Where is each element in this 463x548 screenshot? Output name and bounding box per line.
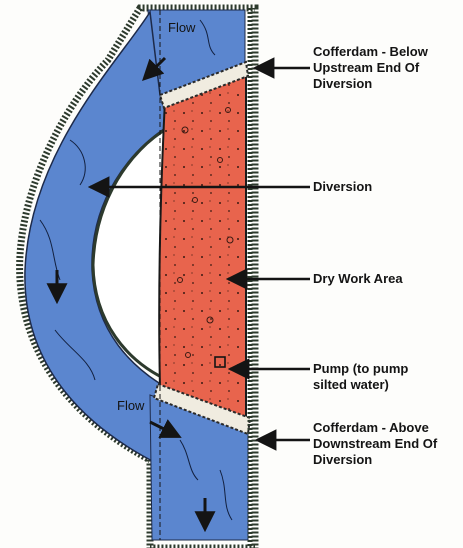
label-dry-work-area: Dry Work Area [313, 271, 403, 287]
label-cofferdam-upstream: Cofferdam - Below Upstream End Of Divers… [313, 44, 428, 92]
label-diversion: Diversion [313, 179, 372, 195]
label-pump: Pump (to pump silted water) [313, 361, 408, 393]
label-cofferdam-downstream: Cofferdam - Above Downstream End Of Dive… [313, 420, 437, 468]
flow-label-bottom: Flow [117, 398, 145, 413]
flow-label-top: Flow [168, 20, 196, 35]
